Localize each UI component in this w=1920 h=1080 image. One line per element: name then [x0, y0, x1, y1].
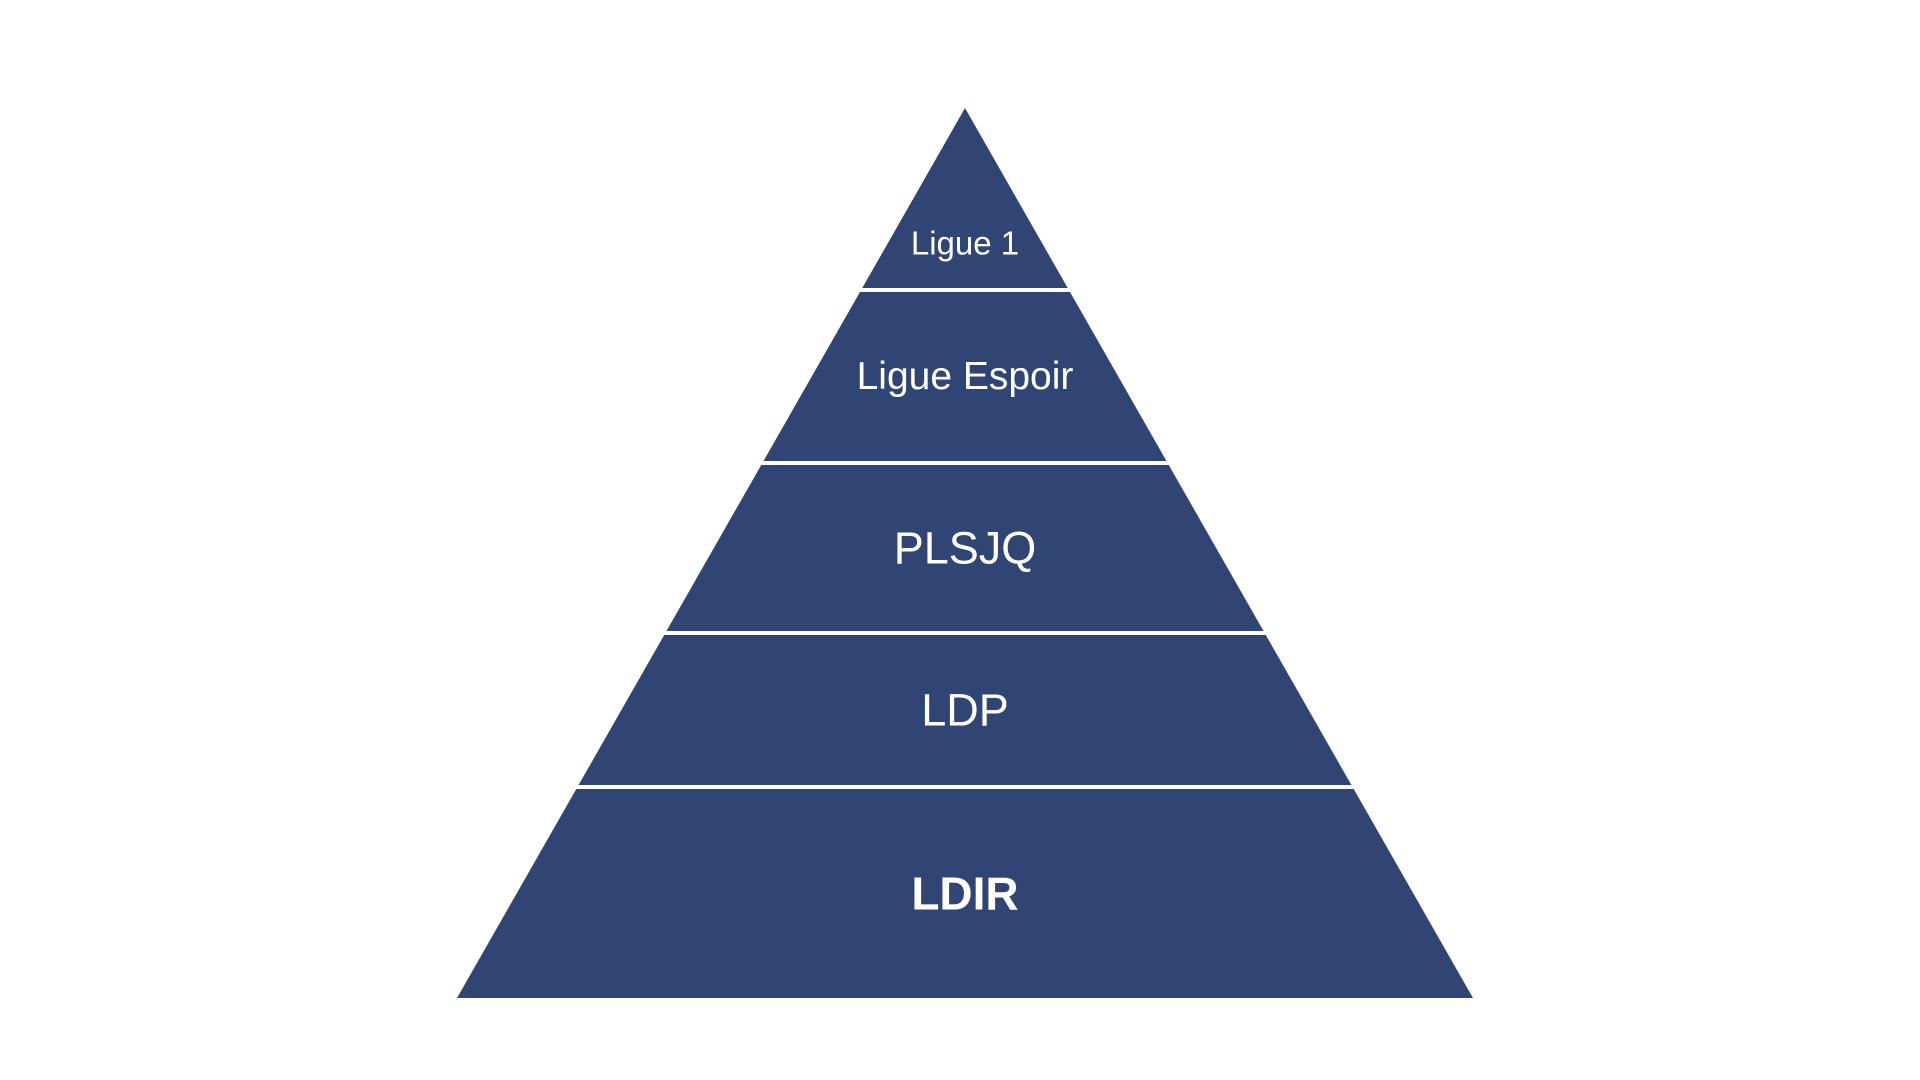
pyramid-tiers: [457, 108, 1473, 998]
pyramid-tier-label-3: PLSJQ: [894, 523, 1037, 574]
pyramid-tier-label-1: Ligue 1: [911, 225, 1019, 262]
pyramid-tier-3: [666, 465, 1264, 631]
pyramid-tier-4: [578, 635, 1352, 785]
pyramid-tier-2: [763, 292, 1167, 461]
pyramid-tier-label-2: Ligue Espoir: [857, 355, 1074, 398]
pyramid-tier-5: [457, 789, 1473, 998]
pyramid-tier-label-4: LDP: [921, 685, 1009, 736]
pyramid-tier-label-5: LDIR: [911, 868, 1018, 920]
pyramid-tier-1: [862, 108, 1068, 288]
